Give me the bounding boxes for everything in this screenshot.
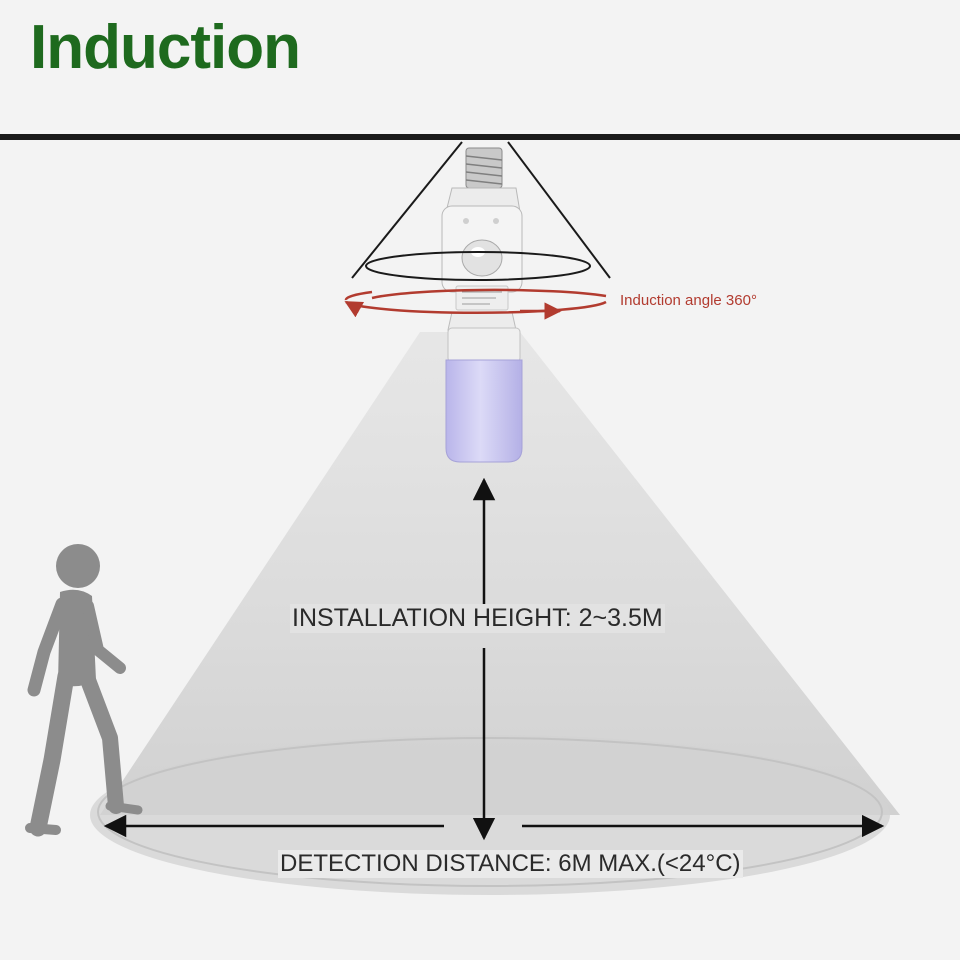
- led-bulb-icon: [445, 327, 523, 463]
- induction-angle-ring: [344, 288, 607, 320]
- person-walking-icon: [25, 544, 143, 837]
- sensor-socket-icon: [441, 147, 523, 331]
- detection-distance-label: DETECTION DISTANCE: 6M MAX.(<24°C): [278, 850, 743, 878]
- installation-height-label: INSTALLATION HEIGHT: 2~3.5M: [290, 604, 665, 633]
- sensor-coverage-lines: [351, 141, 611, 279]
- induction-angle-label: Induction angle 360°: [620, 292, 757, 309]
- page-title: Induction: [30, 13, 301, 82]
- ceiling-line: [0, 134, 960, 140]
- induction-ring-upper: [365, 251, 591, 281]
